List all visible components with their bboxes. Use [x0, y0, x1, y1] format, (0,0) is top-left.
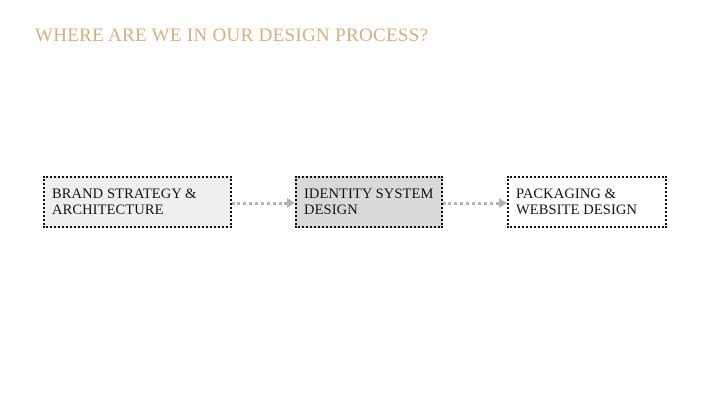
step-packaging-website: PACKAGING & WEBSITE DESIGN [507, 176, 667, 228]
step-label-line: BRAND STRATEGY & [52, 186, 197, 202]
step-label-line: ARCHITECTURE [52, 202, 164, 218]
step-label-line: WEBSITE DESIGN [516, 202, 638, 218]
step-brand-strategy: BRAND STRATEGY & ARCHITECTURE [43, 176, 232, 228]
step-label-line: IDENTITY SYSTEM [304, 186, 434, 202]
step-identity-system: IDENTITY SYSTEM DESIGN [295, 176, 443, 228]
page-title: WHERE ARE WE IN OUR DESIGN PROCESS? [35, 25, 429, 46]
step-label-line: DESIGN [304, 202, 358, 218]
arrowhead-icon [287, 198, 295, 208]
flow-arrow [232, 198, 295, 208]
arrowhead-icon [499, 198, 507, 208]
flow-arrow [443, 198, 507, 208]
step-label-line: PACKAGING & [516, 186, 617, 202]
